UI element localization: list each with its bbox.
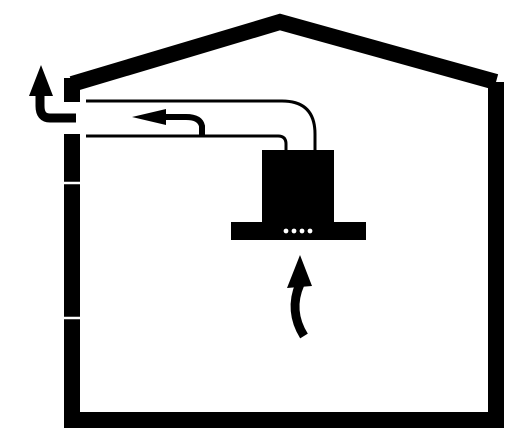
- hood-lights: [283, 228, 313, 234]
- hood-light: [291, 228, 297, 234]
- hood-light: [283, 228, 289, 234]
- airflow-arrow-icon: [29, 65, 312, 339]
- rising-air-arrow-head: [287, 255, 312, 288]
- duct-upper-line: [86, 99, 317, 152]
- house-outline-icon: [63, 13, 504, 428]
- exit-air-arrow-head: [29, 65, 53, 96]
- duct-air-arrow-head: [132, 109, 166, 125]
- exit-air-arrow-stem: [35, 92, 76, 123]
- hood-light: [307, 228, 313, 234]
- duct-air-arrow-stem: [160, 114, 205, 136]
- range-hood-icon: [231, 150, 366, 240]
- hood-canopy: [231, 222, 366, 240]
- exhaust-duct-icon: [86, 99, 317, 152]
- house-roof: [69, 13, 499, 92]
- hood-light: [299, 228, 305, 234]
- rising-air-arrow-stem: [290, 282, 308, 339]
- duct-lower-line: [86, 134, 288, 152]
- hood-chimney: [262, 150, 334, 225]
